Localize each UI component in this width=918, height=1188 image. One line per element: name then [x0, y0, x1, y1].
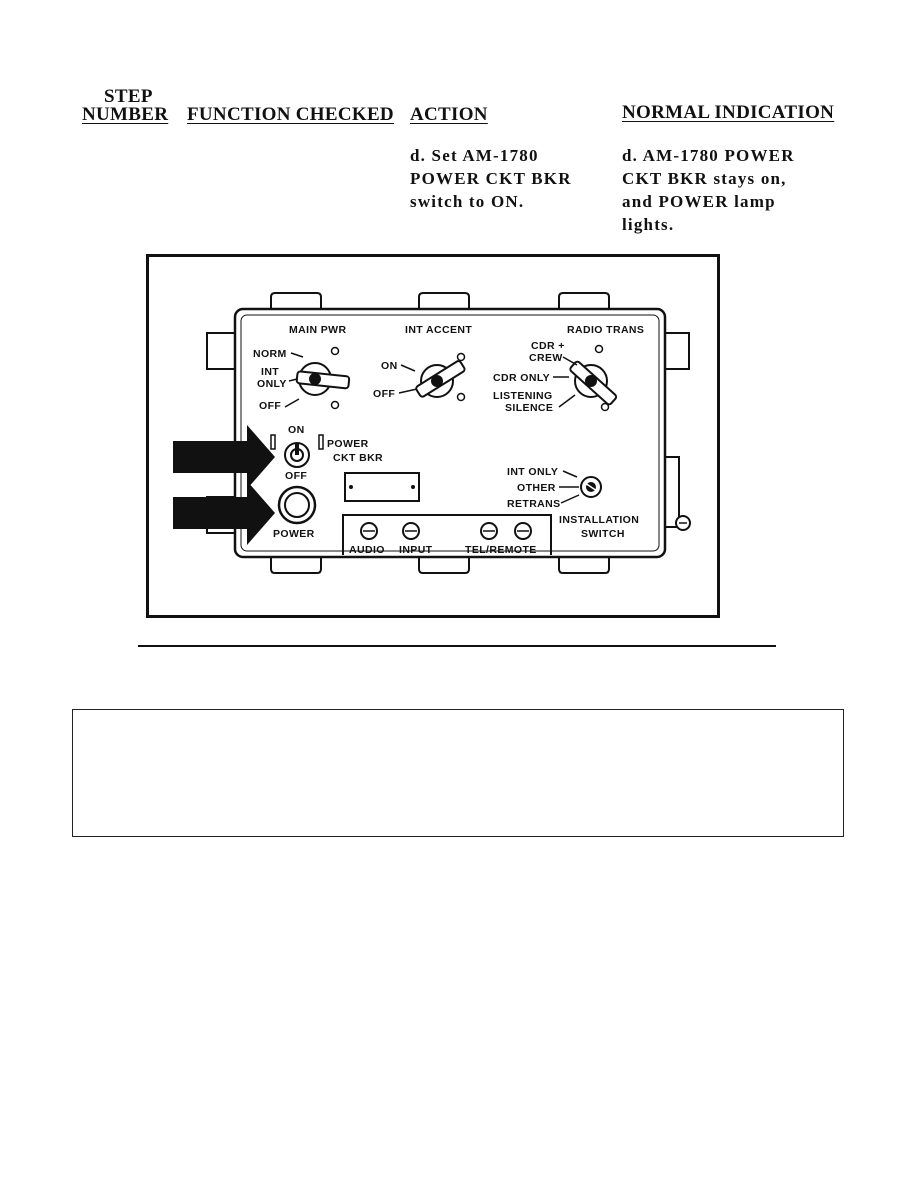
label-crew: CREW: [529, 352, 563, 364]
label-on-accent: ON: [381, 360, 398, 372]
int-accent-switch[interactable]: [415, 352, 466, 402]
nameplate: [344, 472, 420, 502]
header-normal-indication: NORMAL INDICATION: [622, 102, 835, 123]
installation-switch[interactable]: [580, 476, 602, 498]
arrow-icon-lamp: [173, 481, 275, 545]
label-installation: INSTALLATION: [559, 514, 639, 526]
label-switch: SWITCH: [581, 528, 625, 540]
header-step-number: NUMBER: [82, 104, 169, 125]
label-other: OTHER: [517, 482, 556, 494]
empty-frame-box: [72, 709, 844, 837]
connector-recess: [342, 514, 552, 555]
label-silence: SILENCE: [505, 402, 553, 414]
header-step-line1: STEP: [104, 86, 153, 107]
label-ckt-bkr: CKT BKR: [333, 452, 383, 464]
label-listening: LISTENING: [493, 390, 553, 402]
header-action: ACTION: [410, 104, 488, 125]
label-cdr-plus: CDR +: [531, 340, 565, 352]
power-ckt-bkr-toggle[interactable]: [270, 434, 324, 468]
label-only: ONLY: [257, 378, 287, 390]
panel-inner-edge: [240, 314, 660, 552]
label-power-lamp: POWER: [273, 528, 315, 540]
panel-drawing: MAIN PWR INT ACCENT RADIO TRANS NORM INT…: [173, 292, 691, 574]
label-main-pwr: MAIN PWR: [289, 324, 346, 336]
radio-trans-switch[interactable]: [569, 344, 618, 412]
label-int-only-install: INT ONLY: [507, 466, 558, 478]
connector-jacks[interactable]: [360, 522, 532, 540]
indication-text: d. AM-1780 POWER CKT BKR stays on, and P…: [622, 146, 795, 234]
mounting-tabs: [206, 292, 690, 574]
main-pwr-switch[interactable]: [295, 346, 351, 410]
label-power-ckt: POWER: [327, 438, 369, 450]
label-off-accent: OFF: [373, 388, 395, 400]
divider-rule: [138, 645, 776, 647]
header-step: STEP: [104, 86, 153, 108]
arrow-icon-breaker: [173, 425, 275, 489]
header-function-checked: FUNCTION CHECKED: [187, 104, 394, 125]
label-norm: NORM: [253, 348, 287, 360]
action-text: d. Set AM-1780 POWER CKT BKR switch to O…: [410, 146, 572, 211]
power-lamp: [277, 485, 317, 525]
label-off-main: OFF: [259, 400, 281, 412]
panel-body: [233, 307, 667, 559]
label-radio-trans: RADIO TRANS: [567, 324, 644, 336]
label-tel-remote: TEL/REMOTE: [465, 544, 537, 556]
label-audio: AUDIO: [349, 544, 385, 556]
label-input: INPUT: [399, 544, 433, 556]
label-retrans: RETRANS: [507, 498, 561, 510]
label-breaker-on: ON: [288, 424, 305, 436]
label-int-accent: INT ACCENT: [405, 324, 472, 336]
panel-figure: MAIN PWR INT ACCENT RADIO TRANS NORM INT…: [146, 254, 720, 618]
label-int: INT: [261, 366, 279, 378]
label-breaker-off: OFF: [285, 470, 307, 482]
label-cdr-only: CDR ONLY: [493, 372, 550, 384]
